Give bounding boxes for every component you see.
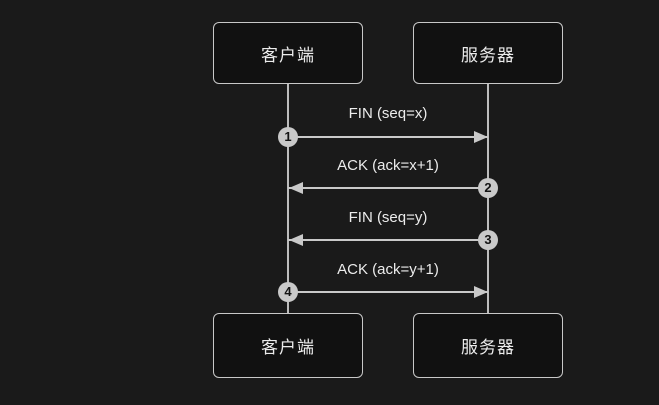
message-4-arrowhead-icon xyxy=(474,286,488,298)
actor-label-client-top: 客户端 xyxy=(261,45,315,65)
message-4-label: ACK (ack=y+1) xyxy=(337,261,439,278)
message-2-number-badge: 2 xyxy=(478,178,498,198)
lifeline-client xyxy=(287,84,289,313)
actor-box-client-bottom: 客户端 xyxy=(213,313,363,378)
message-3-line xyxy=(288,239,488,241)
actor-box-server-top: 服务器 xyxy=(413,22,563,84)
message-1-label: FIN (seq=x) xyxy=(348,105,428,122)
actor-box-client-top: 客户端 xyxy=(213,22,363,84)
actor-label-client-bottom: 客户端 xyxy=(261,338,315,357)
message-4-number-badge: 4 xyxy=(278,282,298,302)
message-2-line xyxy=(288,187,488,189)
message-2-label: ACK (ack=x+1) xyxy=(337,157,439,174)
lifeline-server xyxy=(487,84,489,313)
message-3-label: FIN (seq=y) xyxy=(348,209,428,226)
actor-box-server-bottom: 服务器 xyxy=(413,313,563,378)
message-1-line xyxy=(288,136,488,138)
actor-label-server-top: 服务器 xyxy=(461,45,515,65)
message-1-arrowhead-icon xyxy=(474,131,488,143)
actor-label-server-bottom: 服务器 xyxy=(461,338,515,357)
message-3-arrowhead-icon xyxy=(289,234,303,246)
message-1-number-badge: 1 xyxy=(278,127,298,147)
message-2-arrowhead-icon xyxy=(289,182,303,194)
message-3-number-badge: 3 xyxy=(478,230,498,250)
message-4-line xyxy=(288,291,488,293)
